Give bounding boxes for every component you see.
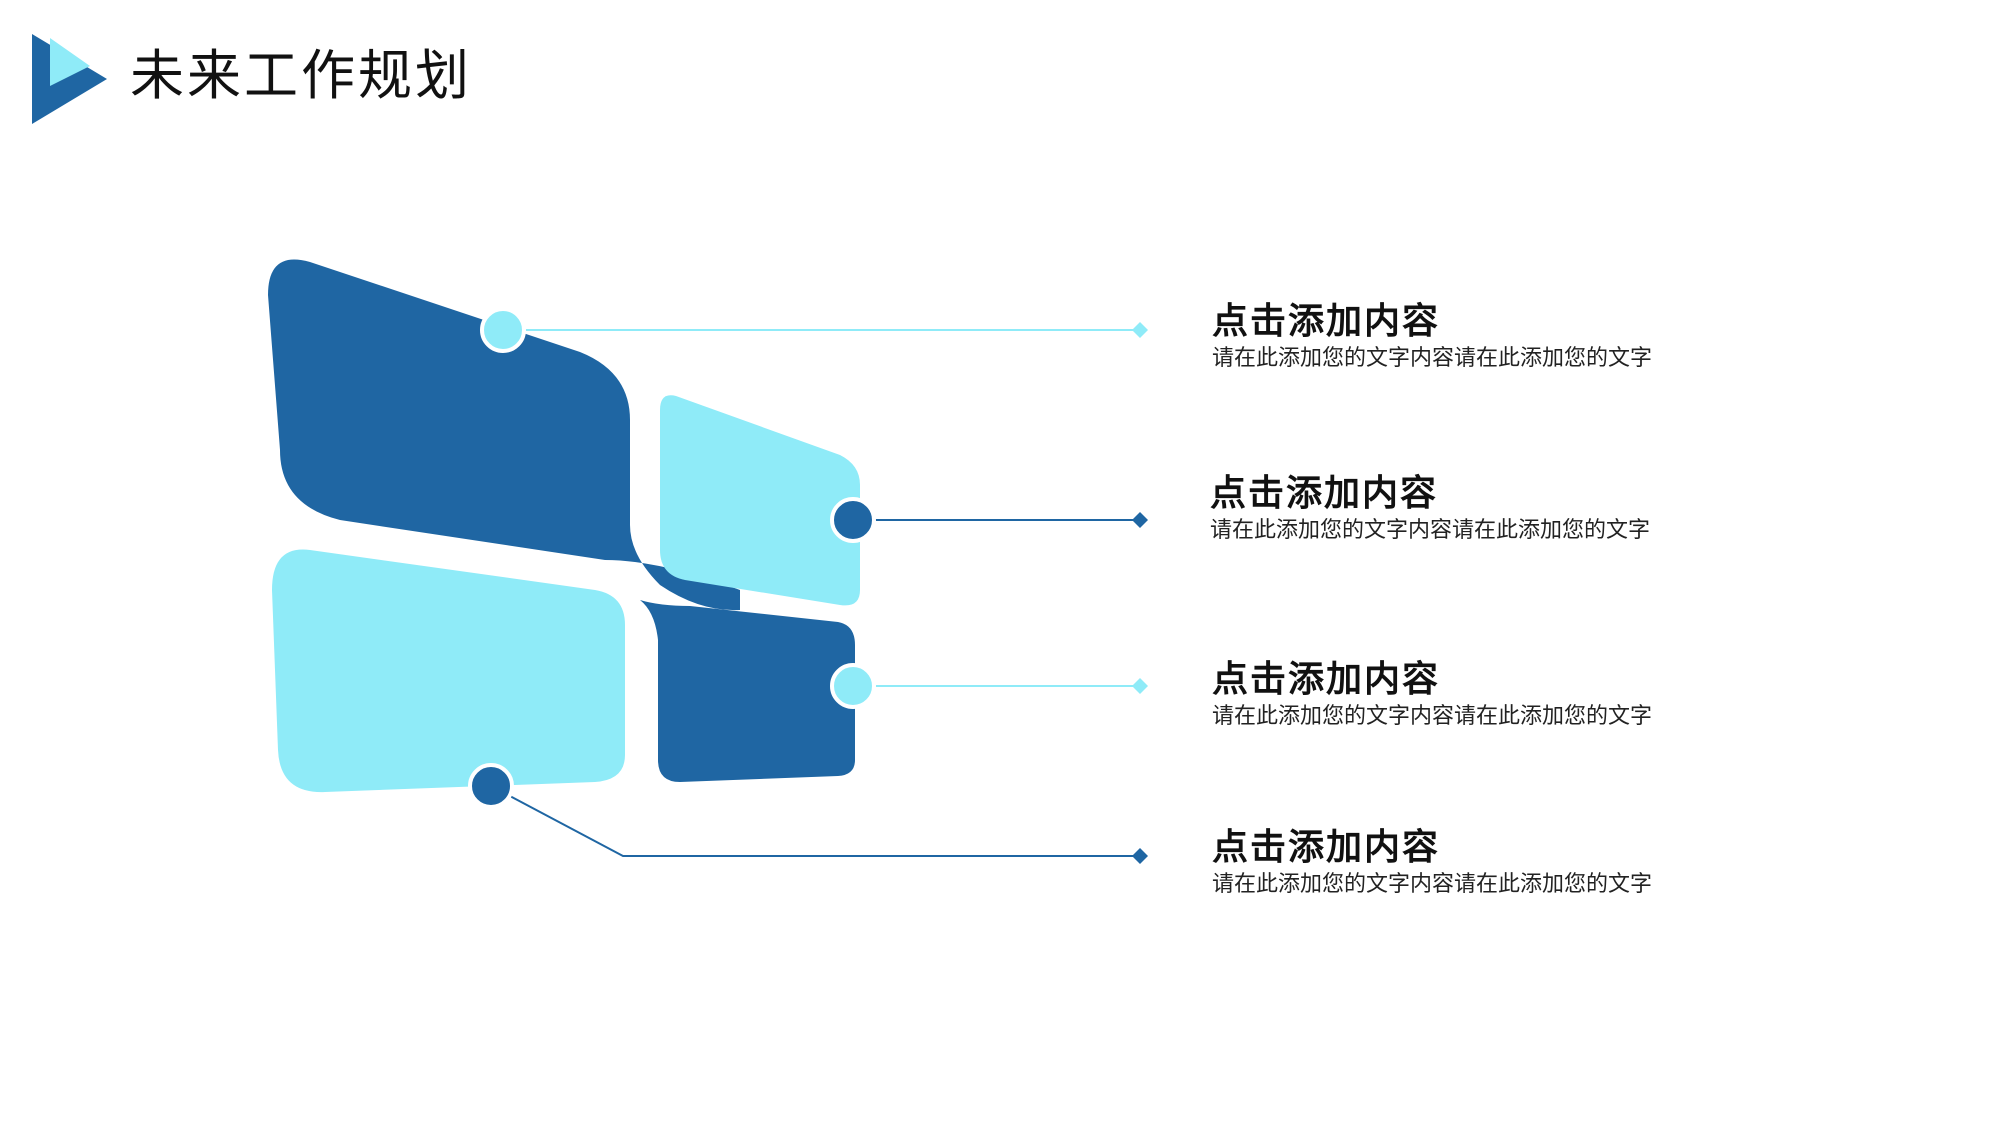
- item-title-3[interactable]: 点击添加内容: [1212, 659, 1441, 700]
- node-circle-1: [480, 307, 526, 353]
- item-desc-4[interactable]: 请在此添加您的文字内容请在此添加您的文字: [1212, 872, 1653, 897]
- item-title-2[interactable]: 点击添加内容: [1210, 473, 1439, 514]
- diamond-marker-1: [1132, 322, 1148, 338]
- item-title-1[interactable]: 点击添加内容: [1212, 301, 1441, 342]
- play-logo-icon: [32, 34, 107, 124]
- content-item-3: 点击添加内容 请在此添加您的文字内容请在此添加您的文字: [1212, 658, 1772, 732]
- item-title-4[interactable]: 点击添加内容: [1212, 827, 1441, 868]
- content-item-1: 点击添加内容 请在此添加您的文字内容请在此添加您的文字: [1212, 300, 1772, 374]
- content-item-2: 点击添加内容 请在此添加您的文字内容请在此添加您的文字: [1210, 472, 1770, 546]
- node-circle-2: [830, 497, 876, 543]
- node-circle-3: [830, 663, 876, 709]
- item-desc-2[interactable]: 请在此添加您的文字内容请在此添加您的文字: [1210, 518, 1651, 543]
- item-desc-3[interactable]: 请在此添加您的文字内容请在此添加您的文字: [1212, 704, 1653, 729]
- page-title: 未来工作规划: [130, 44, 472, 107]
- diamond-marker-4: [1132, 848, 1148, 864]
- shape-bottom-right: [640, 600, 855, 782]
- content-item-4: 点击添加内容 请在此添加您的文字内容请在此添加您的文字: [1212, 826, 1772, 900]
- shape-bottom-left: [272, 549, 625, 793]
- diamond-marker-2: [1132, 512, 1148, 528]
- node-circle-4: [468, 763, 514, 809]
- item-desc-1[interactable]: 请在此添加您的文字内容请在此添加您的文字: [1212, 346, 1653, 371]
- shape-top-left: [268, 259, 740, 611]
- shape-top-right: [660, 395, 860, 606]
- connector-line-4: [490, 785, 1140, 857]
- diamond-marker-3: [1132, 678, 1148, 694]
